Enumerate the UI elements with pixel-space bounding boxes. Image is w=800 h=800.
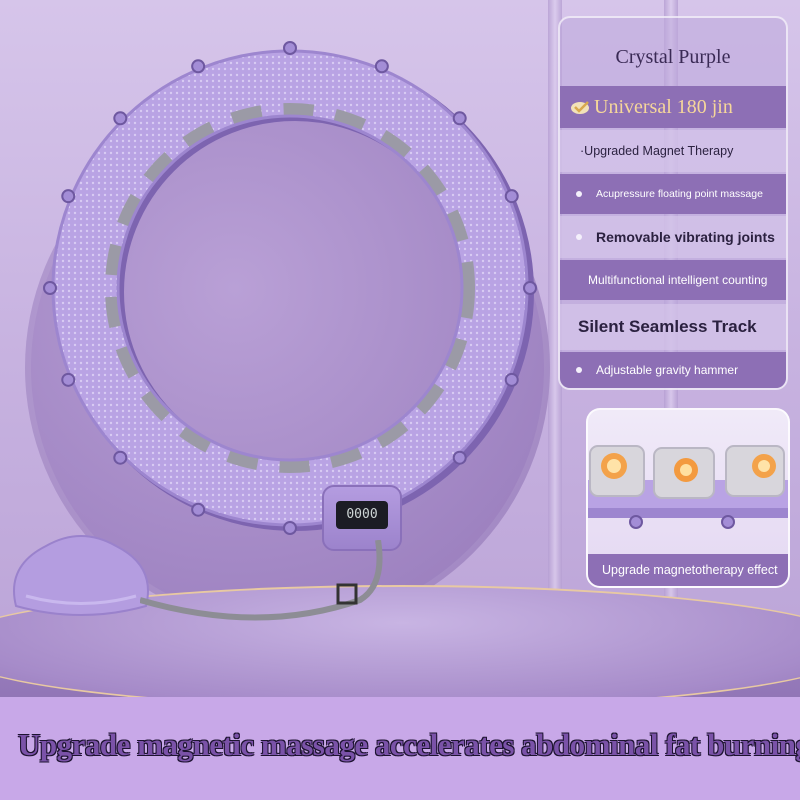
hoop-joint-knob — [61, 372, 76, 387]
hoop-joint-knob — [374, 59, 389, 74]
headline-text: Upgrade magnetic massage accelerates abd… — [18, 727, 800, 762]
hoop-joint-knob — [504, 372, 519, 387]
counter-lcd: 0000 — [336, 501, 388, 529]
feature-text: Silent Seamless Track — [578, 317, 757, 336]
capacity-label: Universal 180 jin — [594, 95, 733, 118]
hoop-joint-knob — [113, 111, 128, 126]
counter-display-unit: 0000 — [322, 485, 402, 551]
feature-row: Acupressure floating point massage — [560, 174, 786, 214]
hoop-joint-knob — [452, 450, 467, 465]
hoop-joint-knob — [504, 189, 519, 204]
feature-row: ·Upgraded Magnet Therapy — [560, 130, 786, 172]
hoop-joint-knob — [191, 59, 206, 74]
hoop-joint-knob — [452, 111, 467, 126]
capacity-row: Universal 180 jin — [560, 86, 786, 128]
bullet-dot-icon — [576, 191, 582, 197]
hoop-joint-knob — [43, 281, 57, 295]
magnet-closeup — [588, 445, 788, 529]
hoop-joint-knob — [523, 281, 537, 295]
hoop-joint-knob — [191, 502, 206, 517]
weight-tether — [140, 540, 383, 621]
feature-text: ·Upgraded Magnet Therapy — [580, 144, 734, 158]
bullet-dot-icon — [576, 367, 582, 373]
feature-row: Removable vibrating joints — [560, 216, 786, 258]
feature-text: Acupressure floating point massage — [596, 188, 763, 200]
hoop-joint-knob — [61, 189, 76, 204]
feature-panel: Crystal Purple Universal 180 jin ·Upgrad… — [558, 16, 788, 390]
feature-row: Silent Seamless Track — [560, 304, 786, 350]
feature-text: Adjustable gravity hammer — [596, 363, 739, 377]
headline-banner: Upgrade magnetic massage accelerates abd… — [0, 697, 800, 800]
inset-caption: Upgrade magnetotherapy effect — [588, 554, 788, 586]
check-icon — [571, 101, 589, 114]
hoop-joint-knob — [283, 521, 297, 535]
feature-row: Multifunctional intelligent counting — [560, 260, 786, 300]
bullet-dot-icon — [576, 234, 582, 240]
feature-text: Multifunctional intelligent counting — [588, 273, 768, 287]
color-name: Crystal Purple — [615, 46, 731, 68]
feature-row: Adjustable gravity hammer — [560, 352, 786, 388]
hoop-joint-knob — [113, 450, 128, 465]
gravity-weight — [13, 535, 149, 616]
feature-text: Removable vibrating joints — [596, 229, 775, 245]
smart-hula-hoop — [43, 41, 537, 535]
hoop-joint-knob — [283, 41, 297, 55]
magnet-detail-inset: Upgrade magnetotherapy effect — [586, 408, 790, 588]
